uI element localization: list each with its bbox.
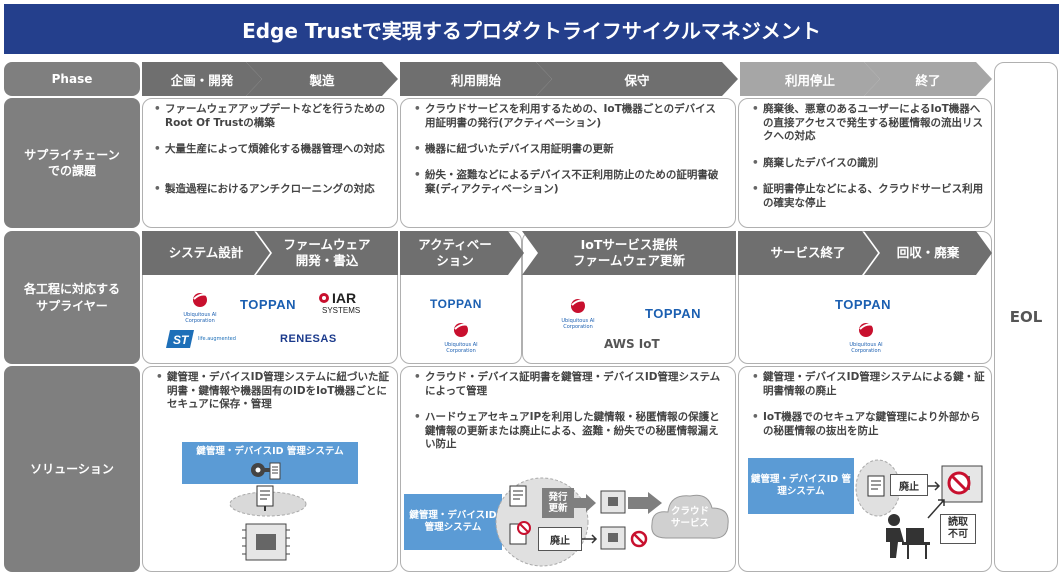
phase-start-use: 利用開始 bbox=[400, 62, 552, 96]
arrow-right-icon bbox=[582, 531, 600, 551]
phase-label: 利用開始 bbox=[450, 72, 501, 88]
toppan-logo: TOPPAN bbox=[835, 297, 891, 312]
arrow-right-icon bbox=[628, 492, 662, 518]
list-item: •廃棄したデバイスの識別 bbox=[752, 157, 879, 169]
arrow-right-icon bbox=[574, 494, 596, 516]
row-header-suppliers: 各工程に対応する サプライヤー bbox=[4, 231, 140, 364]
stage-activation: アクティベー ション bbox=[400, 231, 524, 275]
aws-iot-logo: AWS IoT bbox=[604, 337, 660, 351]
issue-update-label: 発行 更新 bbox=[542, 488, 574, 518]
list-item: •廃棄後、悪意のあるユーザーによるIoT機器への直接アクセスで発生する秘匿情報の… bbox=[752, 103, 983, 143]
ubiquitous-logo: Ubiquitous AI Corporation bbox=[836, 320, 896, 354]
renesas-logo: RENESAS bbox=[280, 333, 337, 345]
unreadable-label: 読取 不可 bbox=[940, 514, 976, 544]
issues-card-stop-end: •廃棄後、悪意のあるユーザーによるIoT機器への直接アクセスで発生する秘匿情報の… bbox=[738, 98, 992, 228]
issues-card-planning-manufacturing: •ファームウェアアップデートなどを行うためのRoot Of Trustの構築 •… bbox=[142, 98, 398, 228]
svg-text:ST: ST bbox=[173, 333, 190, 347]
list-item: •鍵管理・デバイスID管理システムによる鍵・証明書情報の廃止 bbox=[752, 371, 985, 397]
arrow-icon bbox=[926, 496, 948, 524]
phase-label: 保守 bbox=[624, 72, 650, 88]
phase-manufacturing: 製造 bbox=[246, 62, 398, 96]
document-icon bbox=[508, 484, 530, 514]
key-management-system-box: 鍵管理・デバイスID 管理システム bbox=[748, 458, 854, 514]
cloud-service-icon bbox=[648, 484, 732, 554]
list-item: •証明書停止などによる、クラウドサービス利用の確実な停止 bbox=[752, 183, 984, 209]
row-header-phase: Phase bbox=[4, 62, 140, 96]
prohibited-icon bbox=[630, 530, 648, 552]
circuit-board-icon bbox=[598, 524, 628, 556]
key-management-system-box: 鍵管理・デバイスID 管理システム bbox=[404, 494, 502, 550]
cloud-service-label: クラウド サービス bbox=[670, 506, 709, 530]
circuit-board-icon bbox=[240, 518, 292, 570]
iar-logo: IAR SYSTEMS bbox=[318, 290, 368, 320]
toppan-logo: TOPPAN bbox=[240, 297, 296, 312]
phase-label: 利用停止 bbox=[784, 72, 835, 88]
toppan-logo: TOPPAN bbox=[645, 306, 701, 321]
phase-end: 終了 bbox=[864, 62, 992, 96]
list-item: •ハードウェアセキュアIPを利用した鍵情報・秘匿情報の保護と鍵情報の更新または廃… bbox=[414, 411, 720, 451]
key-icon bbox=[250, 460, 284, 488]
stage-system-design: システム設計 bbox=[142, 231, 270, 275]
phase-label: 製造 bbox=[309, 72, 335, 88]
ubiquitous-logo: Ubiquitous AI Corporation bbox=[431, 320, 491, 354]
stage-iot-service: IoTサービス提供 ファームウェア更新 bbox=[522, 231, 736, 275]
revoked-document-icon bbox=[508, 520, 534, 550]
st-logo: ST life.augmented bbox=[166, 328, 246, 350]
user-at-computer-icon bbox=[878, 508, 938, 566]
arrow-right-icon bbox=[928, 478, 942, 497]
phase-planning: 企画・開発 bbox=[142, 62, 262, 96]
eol-column: EOL bbox=[994, 62, 1058, 572]
revoke-label: 廃止 bbox=[538, 527, 582, 551]
list-item: •クラウドサービスを利用するための、IoT機器ごとのデバイス用証明書の発行(アク… bbox=[414, 103, 716, 129]
phase-label: 企画・開発 bbox=[170, 72, 234, 88]
list-item: •鍵管理・デバイスID管理システムに紐づいた証明書・鍵情報や機器固有のIDをIo… bbox=[156, 371, 389, 411]
phase-stop-use: 利用停止 bbox=[740, 62, 880, 96]
row-header-supply-chain-issues: サプライチェーン での課題 bbox=[4, 98, 140, 228]
toppan-logo: TOPPAN bbox=[430, 297, 482, 311]
row-header-solution: ソリューション bbox=[4, 366, 140, 572]
ubiquitous-logo: Ubiquitous AI Corporation bbox=[548, 296, 608, 330]
list-item: •機器に紐づいたデバイス用証明書の更新 bbox=[414, 143, 614, 155]
ubiquitous-logo: Ubiquitous AI Corporation bbox=[170, 290, 230, 324]
revoke-label: 廃止 bbox=[890, 474, 928, 496]
list-item: •IoT機器でのセキュアな鍵管理により外部からの秘匿情報の抜出を防止 bbox=[752, 411, 981, 437]
stage-firmware: ファームウェア 開発・書込 bbox=[256, 231, 398, 275]
list-item: •紛失・盗難などによるデバイス不正利用防止のための証明書破棄(ディアクティベーシ… bbox=[414, 169, 719, 195]
issues-card-start-maintenance: •クラウドサービスを利用するための、IoT機器ごとのデバイス用証明書の発行(アク… bbox=[400, 98, 736, 228]
stage-service-end: サービス終了 bbox=[738, 231, 878, 275]
list-item: •クラウド・デバイス証明書を鍵管理・デバイスID管理システムによって管理 bbox=[414, 371, 721, 397]
phase-label: 終了 bbox=[915, 72, 941, 88]
stage-recovery: 回収・廃棄 bbox=[864, 231, 992, 275]
document-icon bbox=[866, 474, 888, 504]
document-icon bbox=[255, 484, 279, 516]
list-item: •製造過程におけるアンチクローニングの対応 bbox=[154, 183, 375, 195]
prohibited-icon bbox=[946, 470, 972, 500]
circuit-board-icon bbox=[598, 488, 628, 520]
list-item: •ファームウェアアップデートなどを行うためのRoot Of Trustの構築 bbox=[154, 103, 386, 129]
list-item: •大量生産によって煩雑化する機器管理への対応 bbox=[154, 143, 385, 155]
page-title: Edge Trustで実現するプロダクトライフサイクルマネジメント bbox=[4, 4, 1059, 54]
phase-maintenance: 保守 bbox=[536, 62, 738, 96]
